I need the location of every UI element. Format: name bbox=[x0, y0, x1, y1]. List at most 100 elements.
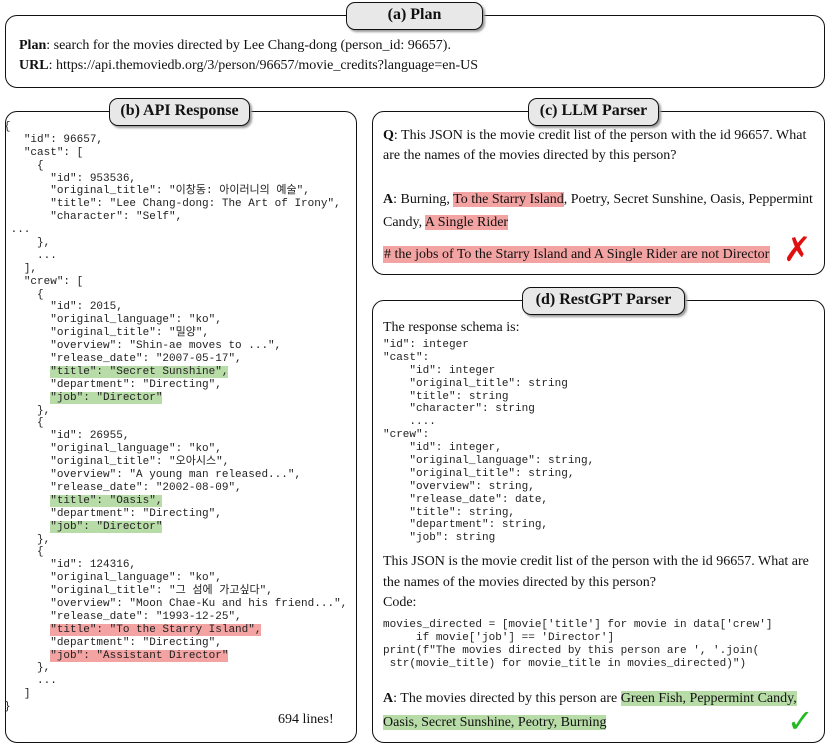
code-line: "job": "Director" bbox=[4, 391, 356, 405]
code-text: "id": 953536, bbox=[50, 172, 137, 185]
code-line: "id": 26955, bbox=[4, 430, 356, 443]
code-text: "id": 96657, bbox=[23, 133, 104, 146]
llm-a-pre: : Burning, bbox=[393, 192, 454, 207]
restgpt-a-pre: : The movies directed by this person are bbox=[393, 691, 621, 706]
code-line: "original_title": "그 섬에 가고싶다", bbox=[4, 585, 356, 598]
code-text: "title": "Secret Sunshine", bbox=[50, 365, 229, 378]
code-line: "department": "Directing", bbox=[4, 508, 356, 521]
code-text: "cast": bbox=[383, 351, 430, 364]
code-text: "original_language": "ko", bbox=[50, 443, 222, 456]
code-text: movies_directed = [movie['title'] for mo… bbox=[383, 619, 773, 631]
code-line: "id": integer, bbox=[383, 442, 594, 455]
check-icon: ✓ bbox=[787, 702, 814, 740]
code-text: "original_title": "이창동: 아이러니의 예술", bbox=[50, 185, 310, 198]
code-line: "id": 2015, bbox=[4, 301, 356, 314]
code-text: "original_language": "ko", bbox=[50, 314, 222, 327]
code-text: "crew": bbox=[383, 429, 430, 442]
code-line: print(f"The movies directed by this pers… bbox=[383, 645, 772, 658]
llm-parser-title: (c) LLM Parser bbox=[528, 98, 659, 126]
code-line: "cast": [ bbox=[4, 147, 356, 160]
code-text: "original_language": "ko", bbox=[50, 572, 222, 585]
code-text: "overview": "Moon Chae-Ku and his friend… bbox=[50, 597, 348, 610]
code-line: "title": string bbox=[383, 391, 594, 404]
code-text: "id": 2015, bbox=[50, 301, 123, 314]
code-line: "job": "Director" bbox=[4, 520, 356, 534]
code-line: "original_title": "오아시스", bbox=[4, 456, 356, 469]
code-text: "original_language": string, bbox=[409, 455, 595, 468]
correct-movies-2: Oasis, Secret Sunshine, Peotry, Burning bbox=[383, 715, 607, 730]
url-line: URL: https://api.themoviedb.org/3/person… bbox=[19, 56, 478, 76]
llm-wrong-movie-1: To the Starry Island bbox=[453, 192, 564, 207]
llm-parser-panel: Q: This JSON is the movie credit list of… bbox=[372, 111, 825, 275]
code-line: "department": "Directing", bbox=[4, 637, 356, 650]
code-text: "job": string bbox=[409, 532, 496, 545]
code-text: "title": "To the Starry Island", bbox=[50, 623, 262, 636]
code-line: str(movie_title) for movie_title in movi… bbox=[383, 658, 772, 671]
code-text: "original_title": string bbox=[409, 377, 568, 390]
restgpt-parser-panel: The response schema is: "id": integer"ca… bbox=[372, 300, 825, 743]
restgpt-answer: A: The movies directed by this person ar… bbox=[383, 687, 821, 735]
code-line: "id": 124316, bbox=[4, 559, 356, 572]
code-line: ... bbox=[4, 250, 356, 263]
code-line: }, bbox=[4, 534, 356, 547]
code-line: "character": "Self", bbox=[4, 211, 356, 224]
code-text: "id": 26955, bbox=[50, 430, 130, 443]
llm-error-comment: # the jobs of To the Starry Island and A… bbox=[383, 246, 771, 263]
code-line: movies_directed = [movie['title'] for mo… bbox=[383, 619, 772, 632]
plan-title: (a) Plan bbox=[346, 2, 483, 30]
code-line: { bbox=[4, 289, 356, 302]
code-line: if movie['job'] == 'Director'] bbox=[383, 632, 772, 645]
code-line: .... bbox=[383, 416, 594, 429]
code-text: ] bbox=[23, 688, 31, 701]
code-line: "release_date": "2007-05-17", bbox=[4, 353, 356, 366]
code-text: "department": "Directing", bbox=[50, 636, 222, 649]
code-text: "id": 124316, bbox=[50, 559, 137, 572]
response-schema: "id": integer"cast": "id": integer "orig… bbox=[383, 339, 594, 545]
code-text: "department": "Directing", bbox=[50, 507, 222, 520]
code-line: "original_title": "이창동: 아이러니의 예술", bbox=[4, 185, 356, 198]
code-line: "department": "Directing", bbox=[4, 379, 356, 392]
plan-label: Plan bbox=[19, 38, 47, 53]
code-text: "job": "Assistant Director" bbox=[50, 649, 229, 662]
code-text: } bbox=[4, 701, 11, 714]
code-text: "release_date": "1993-12-25", bbox=[50, 610, 242, 623]
code-text: "original_title": "오아시스", bbox=[50, 456, 230, 469]
llm-q-label: Q bbox=[383, 128, 394, 143]
code-text: "release_date": "2002-08-09", bbox=[50, 481, 242, 494]
plan-text: : search for the movies directed by Lee … bbox=[46, 38, 451, 53]
code-line: "original_language": "ko", bbox=[4, 314, 356, 327]
code-text: str(movie_title) for movie_title in movi… bbox=[389, 657, 747, 670]
code-text: "overview": "A young man released...", bbox=[50, 469, 302, 482]
code-line: "original_language": "ko", bbox=[4, 443, 356, 456]
llm-question: Q: This JSON is the movie credit list of… bbox=[383, 126, 821, 166]
code-text: "id": integer, bbox=[409, 442, 502, 455]
api-response-panel: { "id": 96657, "cast": [ { "id": 953536,… bbox=[4, 111, 357, 743]
code-line: "original_language": "ko", bbox=[4, 572, 356, 585]
code-line: "original_title": "밀양", bbox=[4, 327, 356, 340]
code-line: "release_date": "2002-08-09", bbox=[4, 482, 356, 495]
code-line: }, bbox=[4, 405, 356, 418]
code-line: "title": string, bbox=[383, 507, 594, 520]
code-text: "job": "Director" bbox=[50, 391, 163, 404]
code-text: "character": string bbox=[409, 403, 535, 416]
code-line: ... bbox=[4, 224, 356, 237]
code-line: "release_date": "1993-12-25", bbox=[4, 611, 356, 624]
llm-a-label: A bbox=[383, 192, 394, 207]
code-line: }, bbox=[4, 662, 356, 675]
llm-answer: A: Burning, To the Starry Island, Poetry… bbox=[383, 188, 821, 234]
restgpt-a-label: A bbox=[383, 691, 394, 706]
restgpt-question: This JSON is the movie credit list of th… bbox=[383, 554, 809, 590]
code-line: "original_title": string bbox=[383, 378, 594, 391]
code-line: "overview": "A young man released...", bbox=[4, 469, 356, 482]
python-code: movies_directed = [movie['title'] for mo… bbox=[383, 619, 772, 671]
code-line: "original_title": string, bbox=[383, 468, 594, 481]
code-text: ... bbox=[37, 675, 57, 688]
code-line: "id": integer bbox=[383, 365, 594, 378]
code-text: }, bbox=[37, 237, 51, 250]
code-text: "original_title": string, bbox=[409, 467, 575, 480]
code-text: print(f"The movies directed by this pers… bbox=[383, 644, 760, 657]
code-line: "title": "Oasis", bbox=[4, 494, 356, 508]
code-text: ], bbox=[23, 262, 38, 275]
line-count-note: 694 lines! bbox=[278, 712, 334, 727]
code-text: .... bbox=[409, 416, 436, 429]
